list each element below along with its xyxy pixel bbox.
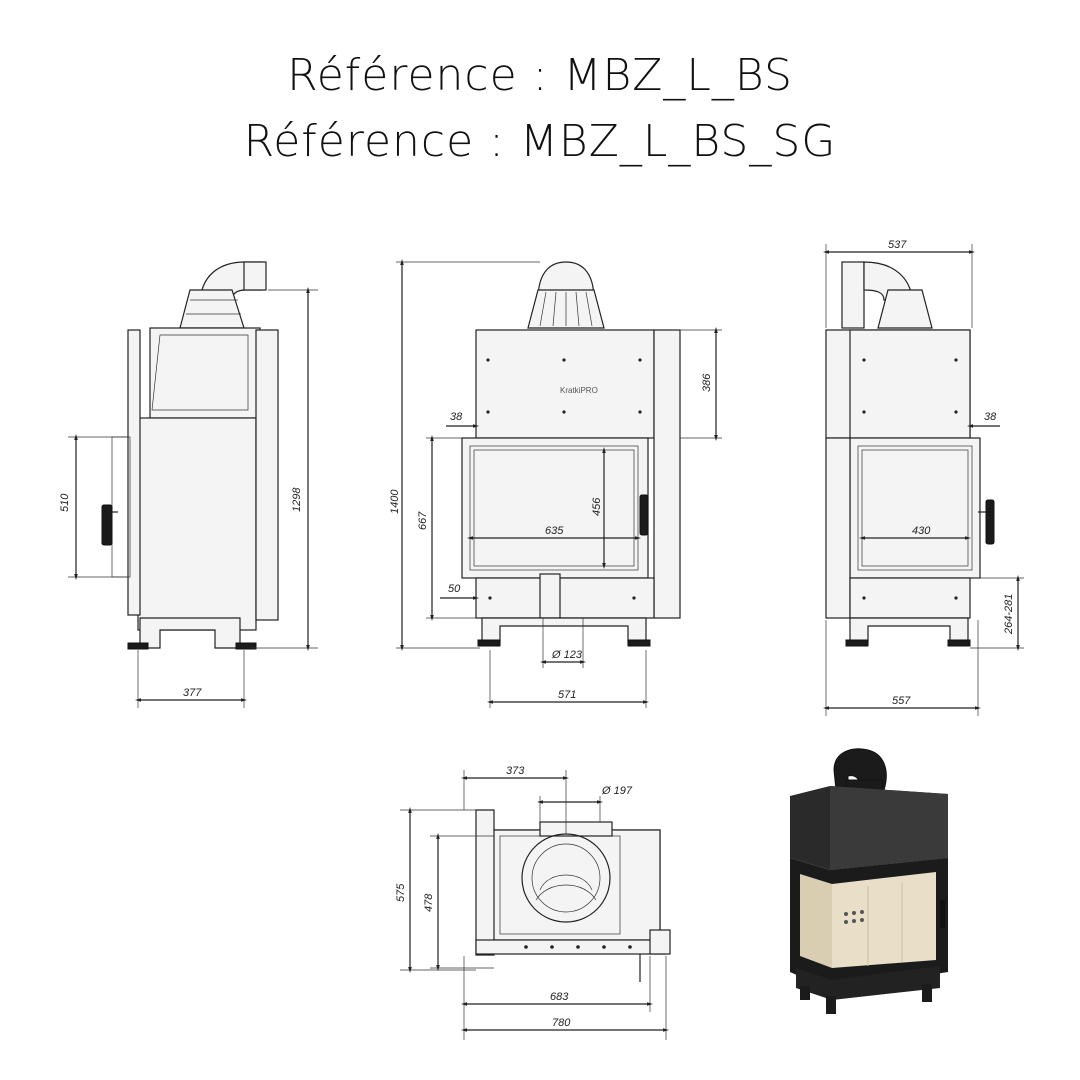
front-top-housing	[475, 329, 655, 439]
dim-right-opening: 430	[912, 525, 931, 537]
front-lower-body	[475, 577, 655, 619]
dim-front-height: 1400	[389, 489, 401, 514]
right-flue-pipe	[841, 261, 865, 329]
dim-top-flue-diameter: Ø 197	[601, 785, 633, 797]
front-door-handle	[639, 494, 649, 536]
dim-top-depth-inner: 478	[423, 893, 435, 912]
top-view: 373 Ø 197 575 478 683 780	[395, 765, 671, 1040]
right-flue-collar	[877, 289, 933, 329]
dim-front-glass: 667	[417, 511, 429, 530]
front-logo: KratkiPRO	[560, 386, 598, 395]
side-flue-collar	[179, 289, 245, 329]
side-top-housing	[149, 327, 261, 419]
dim-front-opening-width: 635	[545, 525, 564, 537]
dim-right-frame: 38	[984, 411, 997, 423]
dim-front-top: 386	[701, 373, 713, 392]
dim-top-width-total: 780	[552, 1017, 571, 1029]
side-view: 1298 510 377	[59, 261, 318, 708]
dim-top-flue-offset: 373	[506, 765, 525, 777]
side-feet	[139, 617, 241, 649]
front-view: KratkiPRO 1400 386 667 38 635 4	[389, 259, 722, 708]
dim-top-depth-total: 575	[395, 883, 407, 902]
dim-right-leg-height: 264-281	[1003, 594, 1015, 635]
front-air-intake	[539, 573, 561, 619]
stove-3d-render	[790, 748, 948, 1014]
right-door-frame	[849, 437, 981, 579]
side-door-handle	[101, 504, 113, 546]
render-firebox-side	[800, 874, 832, 968]
right-door-handle	[985, 499, 995, 545]
dim-front-air-inlet: Ø 123	[551, 649, 583, 661]
dim-front-base-width: 571	[558, 689, 576, 701]
side-main-body	[137, 417, 257, 631]
dim-side-door: 510	[59, 493, 71, 512]
dim-side-depth: 377	[183, 687, 202, 699]
dim-right-top-width: 537	[888, 239, 907, 251]
front-door-frame	[461, 437, 649, 579]
right-view: 537 38 430 264-281 557	[823, 239, 1024, 716]
dim-side-height: 1298	[291, 487, 303, 512]
dim-right-base-width: 557	[892, 695, 911, 707]
dim-front-base-offset: 50	[448, 583, 461, 595]
dim-top-width-inner: 683	[550, 991, 569, 1003]
title-line-2: Référence : MBZ_L_BS_SG	[243, 116, 837, 167]
title-line-1: Référence : MBZ_L_BS	[287, 50, 793, 101]
render-firebox-back	[832, 872, 936, 968]
dim-front-opening-height: 456	[591, 497, 603, 516]
front-feet	[481, 617, 647, 645]
dim-front-frame-left: 38	[450, 411, 463, 423]
